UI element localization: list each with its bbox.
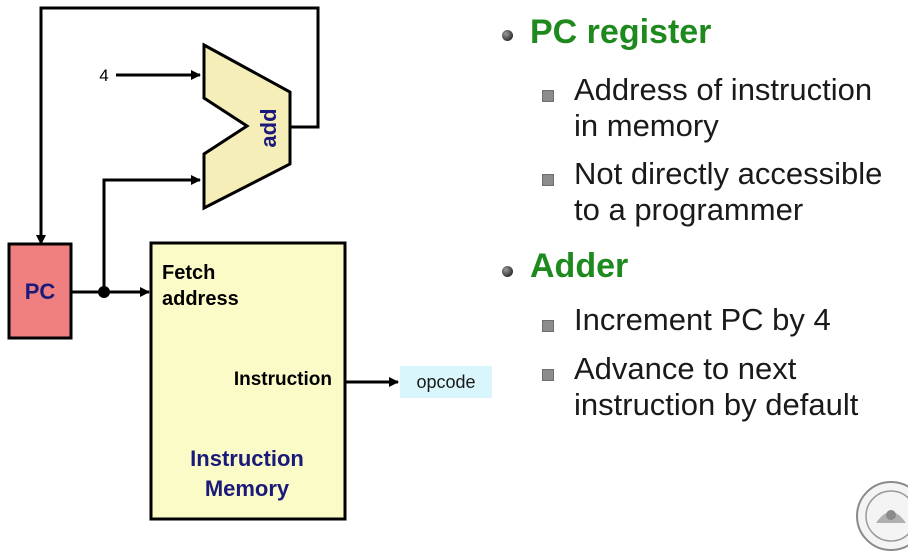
- bullet-dot: [502, 30, 513, 41]
- pc-item-2-line2: to a programmer: [574, 192, 804, 227]
- fetch-label-line2: address: [162, 288, 239, 310]
- sub-bullet-square: [542, 320, 554, 332]
- constant-label: 4: [99, 66, 108, 85]
- bullet-dot: [502, 266, 513, 277]
- memory-title-line2: Memory: [205, 476, 290, 501]
- pc-register: [7, 242, 73, 340]
- sub-bullet-square: [542, 90, 554, 102]
- sub-bullet-square: [542, 369, 554, 381]
- instruction-memory: [149, 241, 347, 521]
- adder-to-pc-wire: [36, 6, 320, 245]
- university-seal-logo: [856, 481, 908, 551]
- pc-item-2-line1: Not directly accessible: [574, 156, 883, 191]
- pc-label: PC: [25, 279, 56, 304]
- bullet-heading-pc-register: PC register: [530, 13, 712, 51]
- datapath-diagram: PC add 4 Fetch address Instruction Instr…: [7, 6, 492, 521]
- bullet-heading-adder: Adder: [530, 247, 629, 285]
- fetch-label-line1: Fetch: [162, 262, 215, 284]
- adder-item-2-line2: instruction by default: [574, 387, 859, 422]
- opcode-label: opcode: [416, 372, 475, 392]
- sub-bullet-square: [542, 174, 554, 186]
- pc-to-adder-wire: [102, 175, 201, 292]
- pc-item-1-line2: in memory: [574, 108, 719, 143]
- memory-title-line1: Instruction: [190, 446, 304, 471]
- pc-item-1-line1: Address of instruction: [574, 72, 873, 107]
- instruction-port-label: Instruction: [234, 369, 332, 390]
- adder-item-2-line1: Advance to next: [574, 351, 797, 386]
- opcode-box: [400, 366, 492, 398]
- adder-item-1-line1: Increment PC by 4: [574, 302, 831, 337]
- junction-dot: [98, 286, 110, 298]
- adder-block: [202, 42, 292, 211]
- adder-label: add: [256, 108, 281, 147]
